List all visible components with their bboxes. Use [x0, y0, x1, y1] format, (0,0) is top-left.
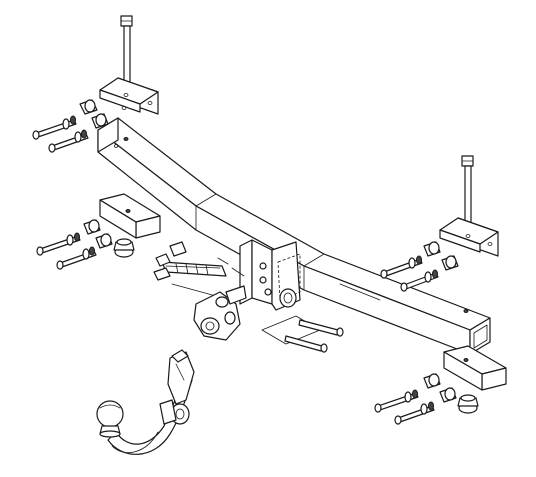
mounting-bolt-top-right-1: [380, 255, 423, 279]
side-mounting-bracket-bottom-right: [443, 345, 507, 391]
spacer-sleeve-top-left: [79, 99, 109, 129]
mounting-bolt-mid-left-1: [36, 232, 81, 256]
center-receiver-plates: [239, 239, 301, 311]
flange-nut-left: [113, 238, 135, 258]
flange-nut-right: [457, 394, 479, 414]
mounting-bolt-top-left-2: [48, 129, 89, 153]
mounting-bolt-top-right-2: [400, 269, 439, 292]
mounting-bolt-mid-left-2: [56, 246, 97, 270]
spacer-sleeve-mid-left: [83, 219, 113, 249]
vertical-long-bolt-right: [461, 155, 474, 229]
tow-ball-lock-unit: [193, 285, 247, 341]
detachable-ball-neck: [96, 349, 195, 455]
center-bolts: [261, 315, 344, 353]
mounting-bolt-top-left-1: [32, 115, 77, 140]
wiring-socket-plate: [153, 241, 245, 297]
side-mounting-bracket-mid-left: [99, 193, 161, 239]
mounting-bolt-bottom-right-1: [374, 389, 419, 413]
main-crossbar: [97, 117, 491, 355]
side-mounting-bracket-top-right: [439, 217, 499, 257]
side-mounting-bracket-top-left: [99, 77, 159, 115]
mounting-bolt-bottom-right-2: [394, 401, 435, 425]
spacer-sleeve-top-right: [423, 241, 459, 271]
spacer-sleeve-bottom-right: [423, 373, 457, 403]
